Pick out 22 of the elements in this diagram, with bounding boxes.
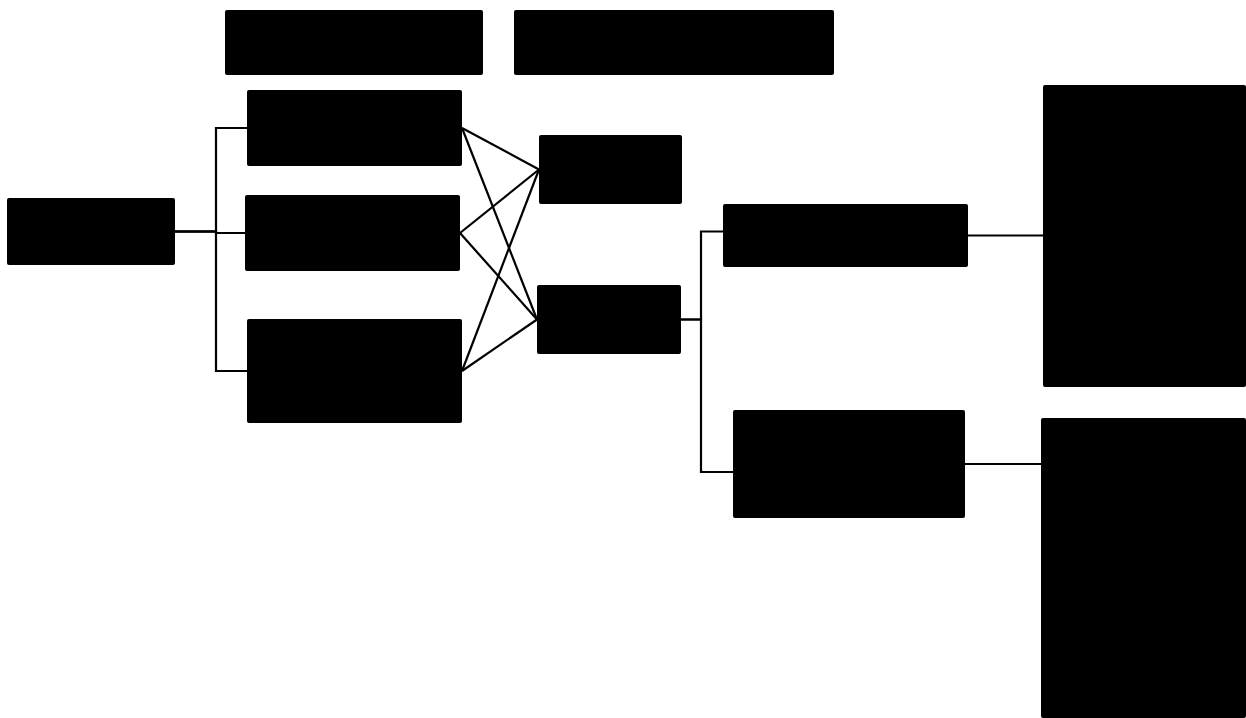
filled-box [1041, 418, 1246, 718]
filled-box [537, 285, 681, 354]
filled-box [514, 10, 834, 75]
filled-box [247, 90, 462, 166]
connector-line [461, 127, 540, 171]
filled-box [225, 10, 483, 75]
connector-line [459, 232, 538, 321]
connector-line [965, 462, 1041, 466]
connector-line [968, 234, 1043, 237]
filled-box [723, 204, 968, 267]
filled-box [245, 195, 460, 271]
filled-box [1043, 85, 1246, 387]
connector-line [461, 318, 538, 372]
filled-box [247, 319, 462, 423]
connector-line [460, 127, 539, 320]
filled-box [7, 198, 175, 265]
filled-box [733, 410, 965, 518]
connector-line [681, 318, 733, 474]
connector-line [175, 230, 247, 373]
filled-box [539, 135, 682, 204]
connector-line [459, 168, 540, 234]
connector-line [460, 169, 541, 372]
